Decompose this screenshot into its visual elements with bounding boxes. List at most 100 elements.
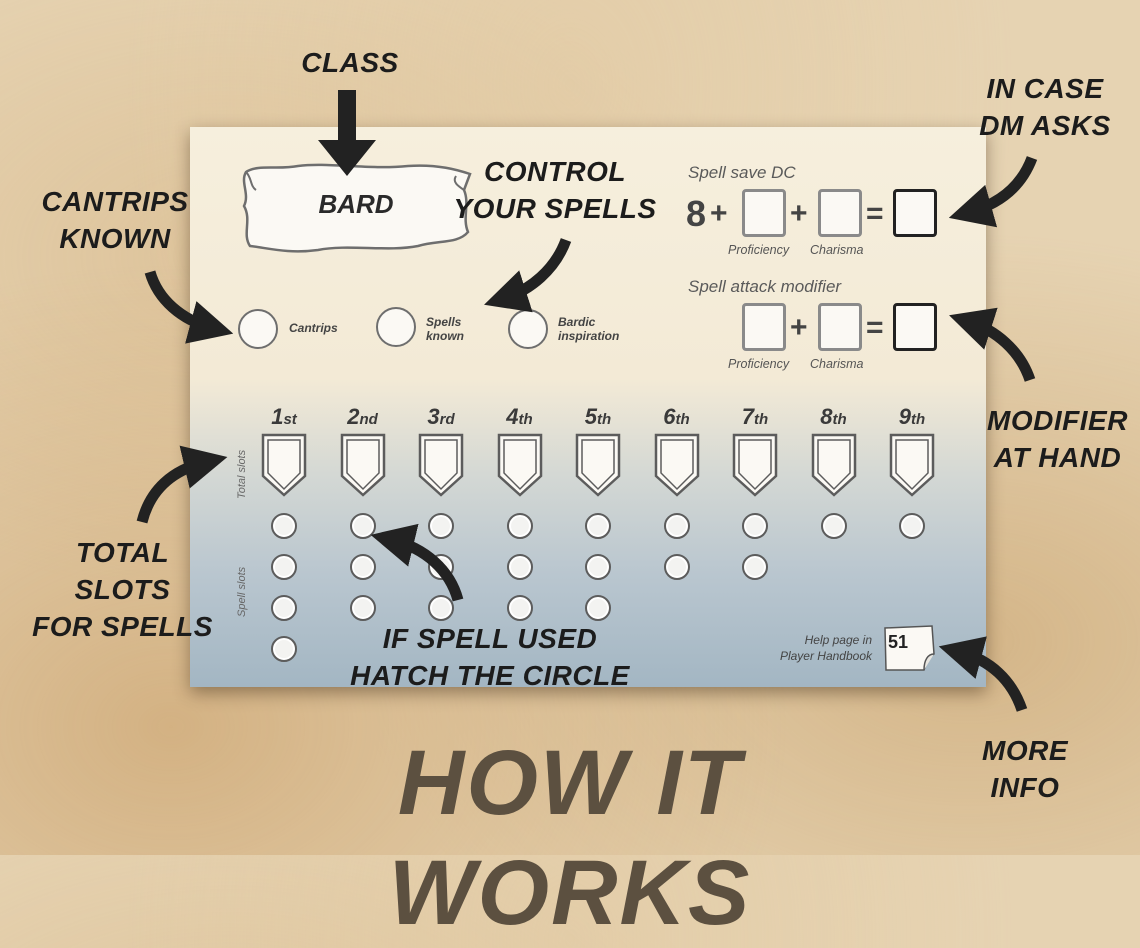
total-slots-shield[interactable] [810,432,858,498]
spell-slot-circle[interactable] [585,595,611,621]
spell-slot-circle[interactable] [663,554,690,580]
spell-slot-circle[interactable] [271,595,297,621]
plus-sign: + [790,197,808,230]
plus-sign: + [710,197,728,230]
spell-level-number: 4 [506,404,519,429]
cantrips-circle[interactable] [238,309,278,349]
spell-level-suffix: th [675,411,690,428]
spell-level-suffix: th [597,411,612,428]
spell-attack-title: Spell attack modifier [688,277,842,296]
save-dc-base: 8 [686,193,707,234]
bardic-label-line2: inspiration [558,329,620,343]
save-dc-charisma-box[interactable] [818,189,862,237]
spells-known-circle[interactable] [376,307,416,347]
total-slots-shield[interactable] [496,432,544,498]
spell-slot-circle[interactable] [271,513,297,539]
spell-level-number: 2 [347,404,360,429]
callout-total-line3: FOR SPELLS [32,611,213,642]
equals-sign: = [866,197,884,230]
spell-level-header: 3rd [411,404,471,430]
attack-proficiency-label: Proficiency [728,357,790,371]
callout-info-line2: INFO [990,772,1060,803]
callout-control-line1: CONTROL [484,156,626,187]
callout-control-spells: CONTROL YOUR SPELLS [440,153,670,227]
spell-level-header: 6th [647,404,707,430]
spell-slot-circle[interactable] [820,513,847,539]
spells-known-label-line2: known [426,329,464,343]
callout-dm-line1: IN CASE [986,73,1104,104]
spell-level-number: 5 [584,404,598,429]
spell-slot-circle[interactable] [742,554,768,580]
spell-level-suffix: nd [359,411,378,428]
bardic-inspiration-circle[interactable] [508,309,548,349]
callout-dm-line2: DM ASKS [979,110,1111,141]
spell-slot-circle[interactable] [349,513,376,539]
spell-level-suffix: th [911,411,926,428]
callout-total-line1: TOTAL [75,537,170,568]
spell-level-header: 5th [568,404,628,430]
spell-slot-circle[interactable] [428,554,454,580]
spell-level-suffix: th [518,411,533,428]
spells-known-label: Spells known [426,315,464,343]
save-dc-proficiency-box[interactable] [742,189,786,237]
spell-slot-circle[interactable] [585,554,611,580]
spell-slot-circle[interactable] [742,513,768,539]
total-slots-shield[interactable] [339,432,387,498]
class-name[interactable]: BARD [318,189,394,219]
total-slots-shield[interactable] [417,432,465,498]
spell-level-suffix: th [832,411,847,428]
spell-slot-circle[interactable] [428,513,454,539]
cantrips-label: Cantrips [289,321,338,335]
total-slots-shield[interactable] [653,432,701,498]
save-dc-charisma-label: Charisma [810,243,864,257]
spell-level-number: 3 [427,404,440,429]
attack-charisma-label: Charisma [810,357,864,371]
callout-info-line1: MORE [982,735,1068,766]
spell-slot-circle[interactable] [271,636,297,662]
spell-slot-circle[interactable] [585,513,611,539]
spell-level-number: 9 [898,404,912,429]
help-page-number: 51 [888,632,909,652]
spell-level-header: 1st [254,404,314,430]
spell-level-suffix: th [754,411,769,428]
bardic-label-line1: Bardic [558,315,596,329]
page-icon [884,625,935,671]
attack-result-box[interactable] [893,303,937,351]
callout-cantrips-known: CANTRIPS KNOWN [30,183,200,257]
spell-level-number: 8 [820,404,833,429]
spell-slot-circle[interactable] [428,595,454,621]
total-slots-shield[interactable] [574,432,622,498]
spell-slots-label: Spell slots [236,566,248,617]
spell-level-number: 6 [663,404,676,429]
spell-level-suffix: rd [439,411,455,428]
equals-sign: = [866,311,884,344]
spell-slot-circle[interactable] [899,513,925,539]
spell-slot-circle[interactable] [271,554,297,580]
total-slots-shield[interactable] [731,432,779,498]
bardic-inspiration-label: Bardic inspiration [558,315,619,343]
spell-slot-circle[interactable] [349,595,376,621]
callout-total-slots: TOTAL SLOTS FOR SPELLS [30,534,215,645]
spell-slot-circle[interactable] [506,595,533,621]
callout-dm-asks: IN CASE DM ASKS [960,70,1130,144]
spell-slot-circle[interactable] [663,513,690,539]
callout-modifier-line1: MODIFIER [987,405,1128,436]
spell-slot-circle[interactable] [506,513,533,539]
save-dc-result-box[interactable] [893,189,937,237]
callout-hatch-circle: IF SPELL USED HATCH THE CIRCLE [340,620,640,694]
callout-hatch-line1: IF SPELL USED [382,623,598,654]
callout-control-line2: YOUR SPELLS [453,193,657,224]
total-slots-shield[interactable] [260,432,308,498]
spell-level-header: 8th [804,404,864,430]
spell-level-header: 2nd [333,404,393,430]
plus-sign: + [790,311,808,344]
spell-slot-circle[interactable] [506,554,533,580]
callout-total-line2: SLOTS [74,574,171,605]
help-text: Help page in Player Handbook [780,632,872,664]
spell-level-suffix: st [283,411,297,428]
attack-proficiency-box[interactable] [742,303,786,351]
callout-hatch-line2: HATCH THE CIRCLE [350,660,630,691]
spell-slot-circle[interactable] [349,554,376,580]
total-slots-shield[interactable] [888,432,936,498]
attack-charisma-box[interactable] [818,303,862,351]
